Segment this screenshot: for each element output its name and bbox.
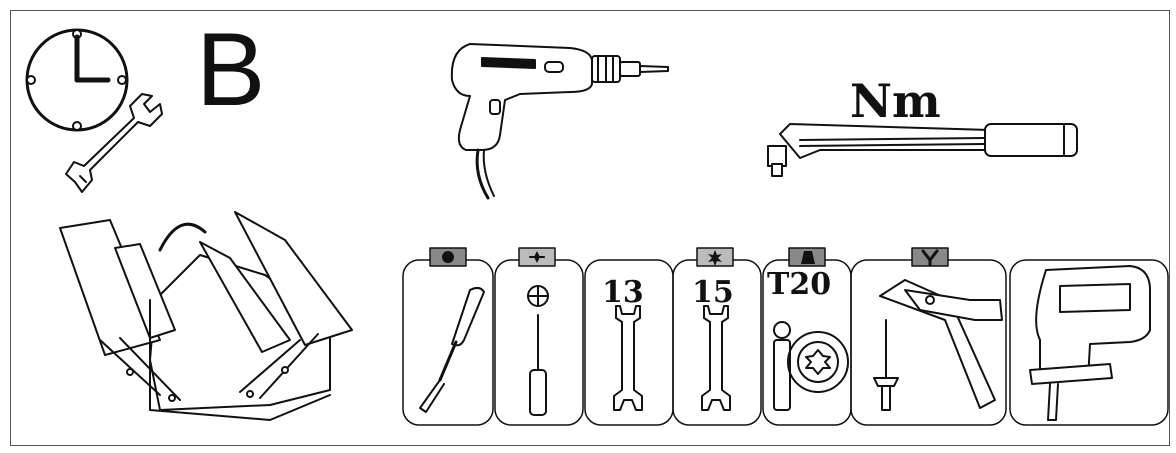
- rivet-gun-icon: [873, 279, 1003, 411]
- wrench-13-label: 13: [602, 275, 644, 310]
- torx-t20-label: T20: [767, 267, 832, 302]
- wrench-13-icon: [613, 305, 643, 411]
- drill-icon: [450, 43, 669, 200]
- torx-bit-icon: [773, 321, 849, 411]
- category-letter: B: [196, 12, 266, 128]
- torque-unit-label: Nm: [850, 74, 941, 128]
- clock-icon: [25, 28, 129, 132]
- bit-symbol-tabs: [429, 247, 949, 267]
- phillips-screwdriver-icon: [527, 285, 549, 416]
- torque-wrench-icon: [767, 123, 1078, 177]
- wrench-icon: [65, 93, 163, 193]
- flat-screwdriver-icon: [419, 286, 485, 413]
- jigsaw-icon: [1029, 265, 1151, 421]
- wrench-15-icon: [701, 305, 731, 411]
- toolbox-icon: [59, 211, 353, 421]
- wrench-15-label: 15: [692, 275, 734, 310]
